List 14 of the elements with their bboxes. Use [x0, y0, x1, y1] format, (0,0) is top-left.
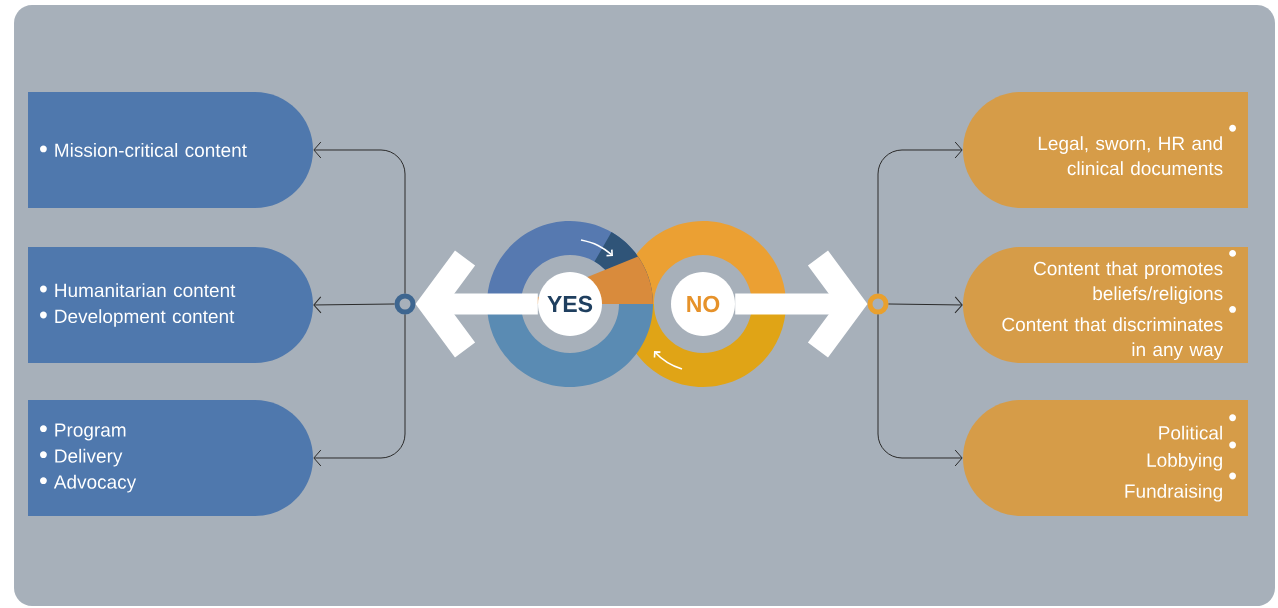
- arrow: [877, 141, 963, 294]
- hub-ring: [867, 293, 889, 315]
- hub-ring: [394, 293, 416, 315]
- content-pill: Program Delivery Advocacy: [28, 400, 313, 516]
- arrow: [313, 296, 395, 314]
- arrow: [877, 314, 963, 467]
- arrow: [313, 141, 406, 294]
- arrow: [888, 296, 963, 314]
- arrow: [313, 314, 406, 467]
- content-pill: Political Lobbying Fundraising: [963, 400, 1248, 516]
- content-pill: Humanitarian content Development content: [28, 247, 313, 363]
- content-pill: Legal, sworn, HR and clinical documents: [963, 92, 1248, 208]
- content-pill: Content that promotes beliefs/religions Content that discriminates in any way: [963, 247, 1248, 363]
- content-pill: Mission-critical content: [28, 92, 313, 208]
